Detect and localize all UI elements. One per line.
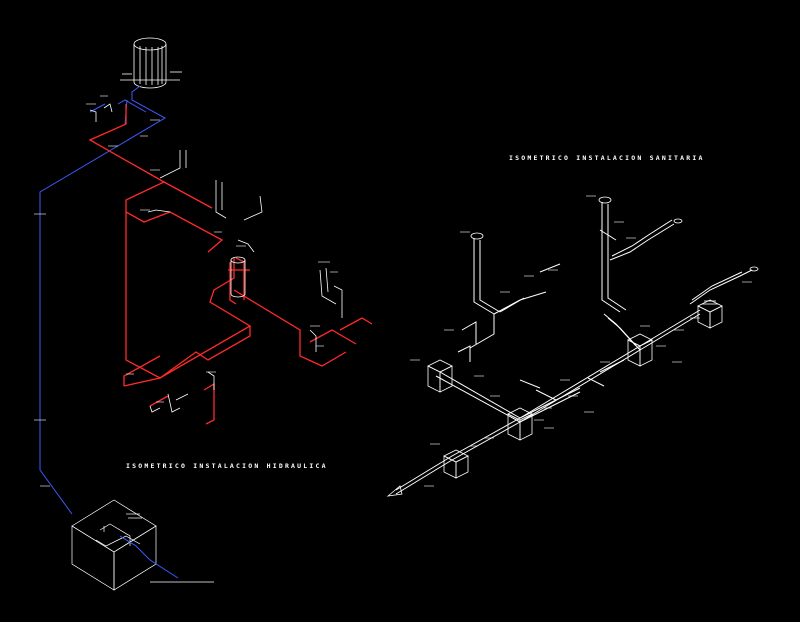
registro-box-5	[697, 299, 723, 329]
registro-box-1	[427, 359, 453, 393]
vent-stacks	[457, 202, 753, 362]
registro-box-3	[627, 333, 653, 367]
hidraulica-drawing-title: ISOMETRICO INSTALACION HIDRAULICA	[126, 462, 328, 470]
vent-caps	[470, 196, 759, 272]
registro-box-4	[443, 449, 469, 479]
sanitary-fitting-marks	[410, 195, 752, 487]
water-heater	[230, 256, 246, 298]
cistern-blue-outlet	[119, 535, 179, 579]
hidraulica-isometric	[34, 37, 373, 591]
hot-water-piping	[88, 104, 373, 425]
elevated-water-tank	[120, 37, 182, 89]
sanitaria-isometric	[386, 195, 759, 497]
hidraulica-annotation-ticks	[34, 95, 338, 487]
sanitary-outlet-arrow	[386, 485, 403, 497]
registro-box-2	[507, 407, 533, 441]
sanitaria-drawing-title: ISOMETRICO INSTALACION SANITARIA	[509, 154, 705, 162]
hidraulica-white-piping	[89, 103, 343, 583]
